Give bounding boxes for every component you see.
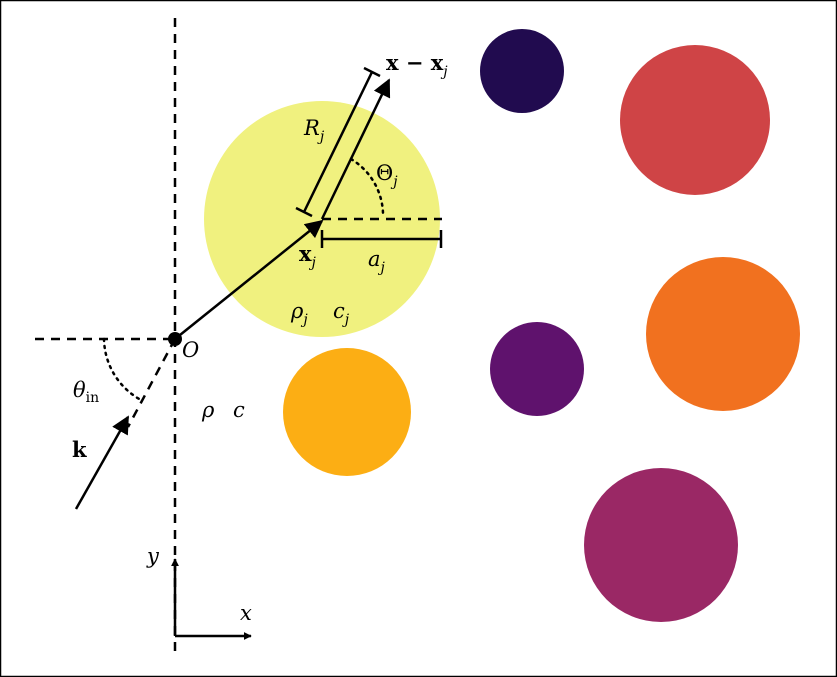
theta-symbol: θ [73, 378, 86, 402]
scatterer-orange [646, 257, 800, 411]
scatterer-red [620, 45, 770, 195]
position-vector-arrow [174, 219, 324, 340]
theta-in-arc [102, 337, 143, 402]
a-symbol: a [368, 247, 381, 271]
theta-in-label: θin [73, 378, 99, 406]
scatterer-purple [490, 322, 584, 416]
radius-label: aj [368, 247, 386, 276]
theta-j-arc [349, 157, 385, 215]
c-label: c [233, 398, 245, 422]
theta-subscript: in [86, 390, 100, 406]
scatterer-amber [283, 348, 411, 476]
origin-label: O [182, 338, 199, 362]
angle-theta-j-label: Θj [376, 161, 398, 190]
rho-j-symbol: ρ [290, 299, 304, 323]
c-j-symbol: c [333, 299, 345, 323]
xj-symbol: x [299, 241, 312, 266]
incident-dashed-extension [126, 338, 177, 428]
scatterer-magenta [584, 468, 738, 622]
relative-vector-arrow [320, 78, 391, 220]
distance-bar-tick-top [363, 66, 381, 78]
distance-bar [302, 71, 374, 213]
c-j-subscript: j [342, 312, 350, 328]
R-symbol: R [303, 116, 320, 140]
diff-symbol: x − x [386, 50, 444, 75]
c-j-label: cj [333, 299, 350, 328]
relative-position-label: x − xj [386, 50, 448, 80]
y-axis-label: y [146, 544, 160, 568]
center-label: xj [299, 241, 317, 271]
Theta-symbol: Θ [376, 161, 393, 185]
R-subscript: j [317, 129, 325, 145]
xj-subscript: j [309, 255, 317, 271]
distance-bar-tick-bottom [295, 206, 313, 218]
rho-j-subscript: j [300, 312, 308, 328]
distance-label: Rj [303, 116, 325, 145]
Theta-subscript: j [390, 174, 398, 190]
a-subscript: j [378, 260, 386, 276]
scatterer-dark-purple [480, 29, 564, 113]
incident-wave-arrow [74, 415, 130, 510]
x-axis-label: x [240, 601, 252, 625]
rho-label: ρ [201, 398, 215, 422]
wave-vector-label: k [72, 437, 87, 462]
diff-subscript: j [440, 64, 448, 80]
rho-j-label: ρj [290, 299, 308, 328]
